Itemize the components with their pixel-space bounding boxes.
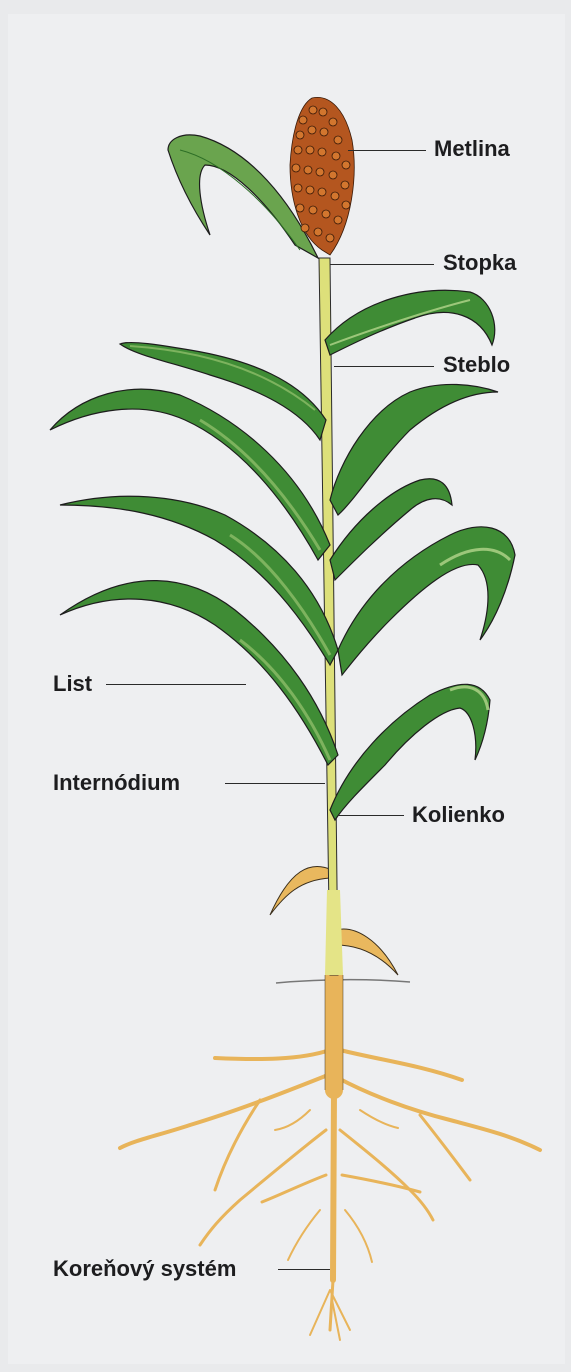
- label-steblo: Steblo: [443, 352, 510, 378]
- label-stopka: Stopka: [443, 250, 516, 276]
- lower-bract-left: [270, 866, 332, 915]
- stopka-leader-line: [330, 264, 434, 265]
- metlina-leader-line: [348, 150, 426, 151]
- korenovy-system-leader-line: [278, 1269, 330, 1270]
- leaves-left: [50, 135, 338, 765]
- label-kolienko: Kolienko: [412, 802, 505, 828]
- label-korenovy-system: Koreňový systém: [53, 1256, 236, 1282]
- list-leader-line: [106, 684, 246, 685]
- root-system: [120, 975, 540, 1340]
- stem-lower: [325, 890, 343, 975]
- label-metlina: Metlina: [434, 136, 510, 162]
- steblo-leader-line: [334, 366, 434, 367]
- label-list: List: [53, 671, 92, 697]
- kolienko-leader-line: [338, 815, 404, 816]
- label-internodium: Internódium: [53, 770, 180, 796]
- lower-bract-right: [336, 929, 398, 975]
- internodium-leader-line: [225, 783, 325, 784]
